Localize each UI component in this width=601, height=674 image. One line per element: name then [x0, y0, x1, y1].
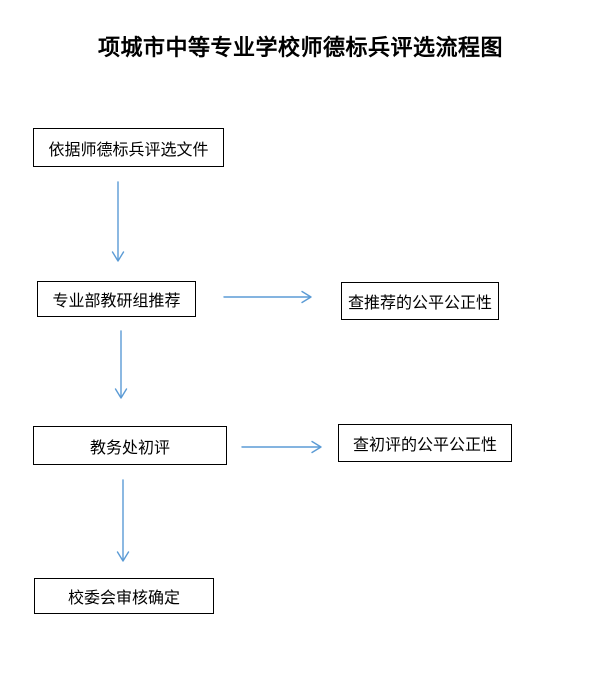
flow-node-check-recommendation-fairness: 查推荐的公平公正性 [341, 282, 499, 320]
arrow-down-icon [114, 330, 128, 399]
flow-node-label: 专业部教研组推荐 [52, 291, 181, 310]
flow-node-check-preliminary-fairness: 查初评的公平公正性 [338, 424, 512, 462]
flow-node-final-approval: 校委会审核确定 [34, 578, 214, 614]
flow-node-label: 校委会审核确定 [67, 588, 180, 607]
flow-node-label: 查初评的公平公正性 [352, 435, 497, 454]
flow-node-label: 依据师德标兵评选文件 [48, 139, 209, 159]
arrow-down-icon [111, 181, 125, 262]
arrow-right-icon [223, 290, 312, 304]
flow-node-label: 查推荐的公平公正性 [347, 293, 492, 312]
flow-node-basis-document: 依据师德标兵评选文件 [33, 128, 224, 167]
page-title: 项城市中等专业学校师德标兵评选流程图 [97, 35, 503, 61]
flow-node-preliminary-review: 教务处初评 [33, 426, 227, 465]
arrow-right-icon [241, 440, 322, 454]
flow-node-label: 教务处初评 [89, 437, 170, 457]
arrow-down-icon [116, 479, 130, 562]
flow-node-department-recommendation: 专业部教研组推荐 [37, 281, 196, 317]
